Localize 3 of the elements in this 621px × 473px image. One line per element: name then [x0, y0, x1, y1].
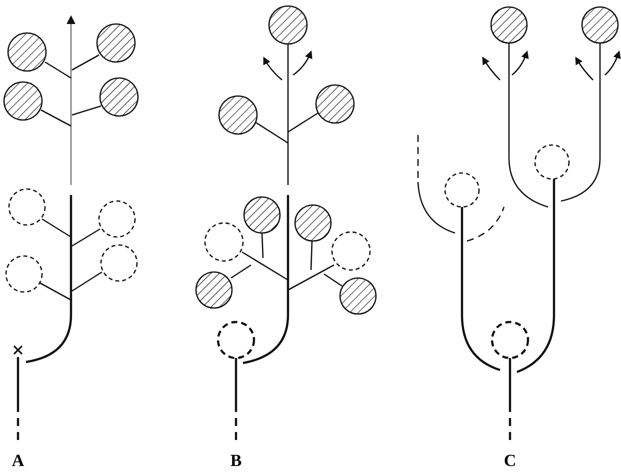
panel-label: B: [230, 452, 242, 470]
panel-label: A: [12, 452, 24, 470]
panel-label: C: [504, 452, 516, 470]
